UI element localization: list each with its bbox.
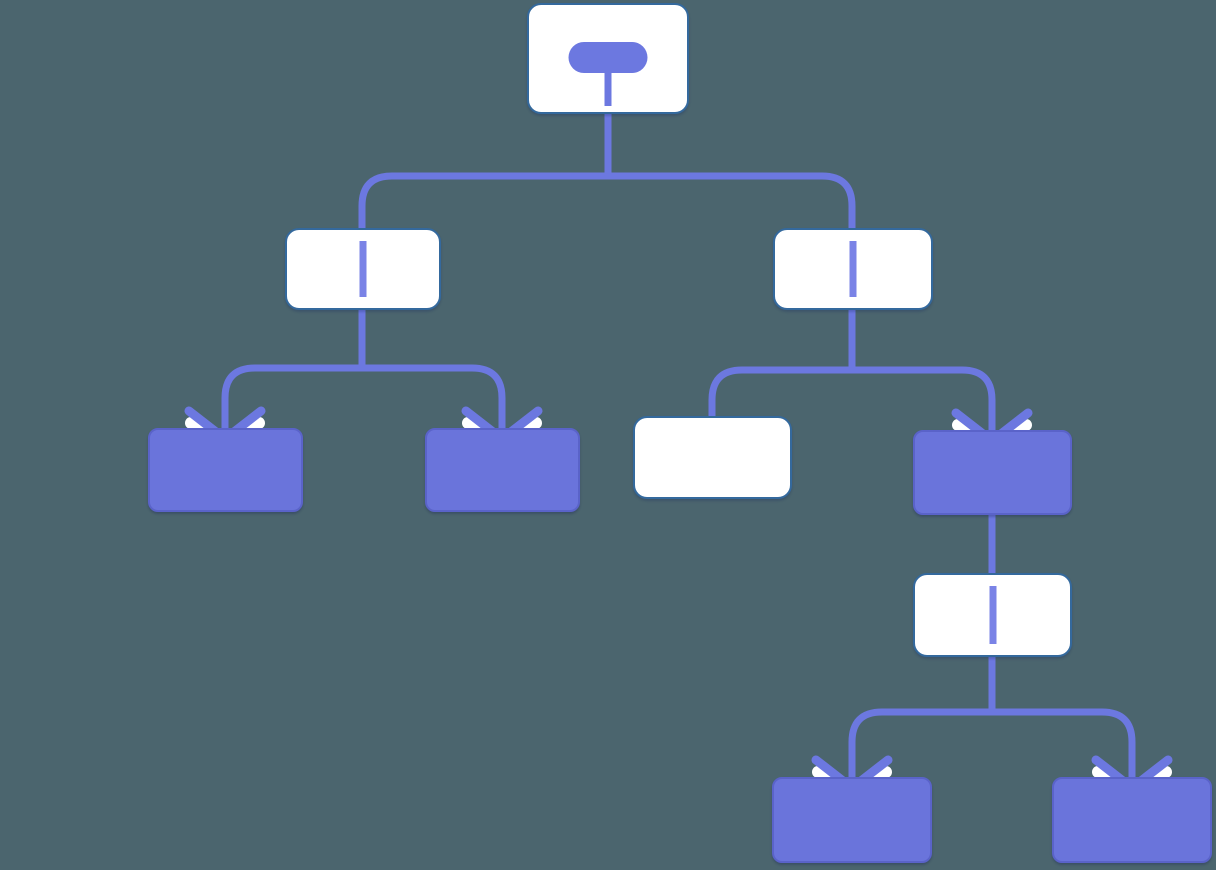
connector-path [848,708,992,786]
leaf-node-right[interactable] [913,430,1072,515]
connector-path [358,172,608,230]
leaf-node-far-left[interactable] [148,428,303,512]
leaf-node-bottom-left[interactable] [772,777,932,863]
connector-path [992,708,1136,786]
connector-path [608,172,856,230]
leaf-node-mid-left[interactable] [425,428,580,512]
connector-path [852,366,996,439]
split-bar-icon [359,241,367,297]
connector-path [708,366,852,418]
root-pill-icon [568,42,648,73]
split-node-left[interactable] [285,228,441,310]
root-pill-stem-icon [604,71,612,106]
connector-path [362,364,506,437]
plain-node[interactable] [633,416,792,499]
split-bar-icon [849,241,857,297]
split-node-lower[interactable] [913,573,1072,657]
leaf-node-bottom-right[interactable] [1052,777,1212,863]
split-node-right[interactable] [773,228,933,310]
connector-path [221,364,362,437]
split-bar-icon [989,586,996,644]
root-node[interactable] [527,3,689,114]
